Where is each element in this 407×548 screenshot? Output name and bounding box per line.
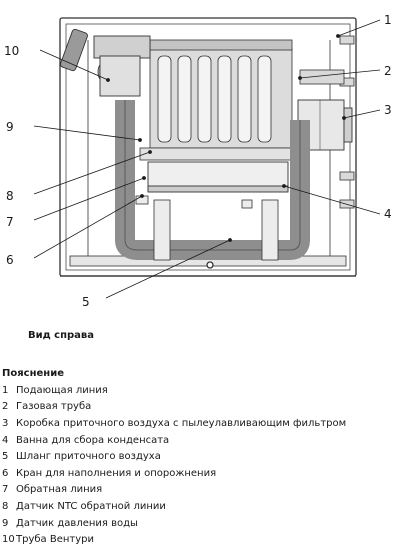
legend-text: Обратная линия [16,484,103,496]
air-intake-hose-edge [124,100,301,251]
legend-number: 4 [2,434,9,446]
callout-lines [33,19,381,299]
legend-item: 1 Подающая линия [2,382,346,399]
callout-4: 4 [384,207,392,221]
legend-item: 9 Датчик давления воды [2,515,346,532]
condensate-tray [147,161,289,193]
hose-brackets [135,195,279,261]
callout-9: 9 [6,120,14,134]
legend-text: Кран для наполнения и опорожнения [16,467,217,479]
legend-number: 3 [2,417,9,429]
heat-exchanger [139,39,301,161]
legend-text: Датчик давления воды [16,517,138,529]
callout-2: 2 [384,64,392,78]
callout-8: 8 [6,189,14,203]
legend-number: 10 [2,534,15,546]
legend-number: 9 [2,517,9,529]
legend-number: 2 [2,401,9,413]
legend-number: 1 [2,384,9,396]
callout-5: 5 [82,295,90,309]
boiler-housing [59,17,357,277]
legend-list: 1 Подающая линия 2 Газовая труба 3 Коробка … [2,382,346,548]
legend-number: 8 [2,500,9,512]
fan-assembly [60,28,151,97]
legend-text: Ванна для сбора конденсата [16,434,170,446]
legend-number: 6 [2,467,9,479]
legend-text: Газовая труба [16,401,92,413]
legend-item: 3 Коробка приточного воздуха с пылеулавли… [2,415,346,432]
callout-3: 3 [384,103,392,117]
callout-10: 10 [4,44,19,58]
legend-item: 6 Кран для наполнения и опорожнения [2,465,346,482]
legend-text: Подающая линия [16,384,108,396]
legend-text: Датчик NTC обратной линии [16,500,166,512]
legend-text: Труба Вентури [16,534,94,546]
figure-caption: Вид справа [28,330,95,341]
legend-item: 7 Обратная линия [2,482,346,499]
callout-7: 7 [6,215,14,229]
boiler-diagram: 1 2 3 4 5 6 7 8 9 10 [4,13,392,309]
legend-number: 5 [2,451,9,463]
callout-1: 1 [384,13,392,27]
legend-title: Пояснение [2,368,64,379]
legend-text: Шланг приточного воздуха [16,451,161,463]
legend-text: Коробка приточного воздуха с пылеулавлив… [16,417,347,429]
legend-number: 7 [2,484,9,496]
callout-6: 6 [6,253,14,267]
legend-item: 2 Газовая труба [2,399,346,416]
legend-item: 4 Ванна для сбора конденсата [2,432,346,449]
legend-item: 5 Шланг приточного воздуха [2,448,346,465]
legend-item: 8 Датчик NTC обратной линии [2,498,346,515]
